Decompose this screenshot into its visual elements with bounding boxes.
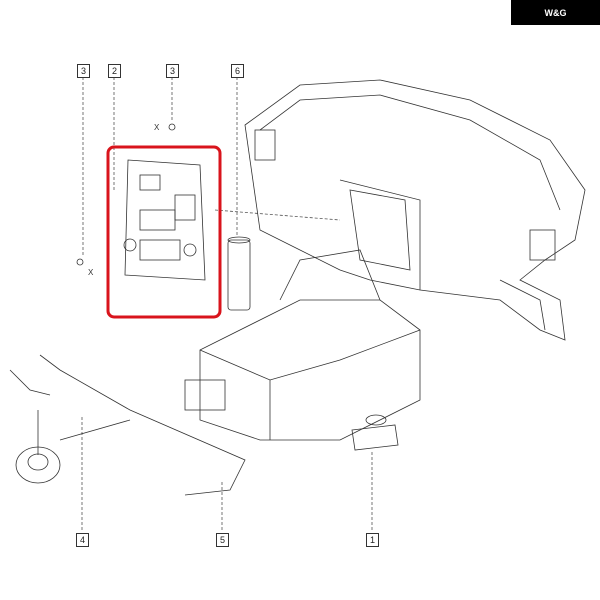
callout-4: 4 [76,533,89,547]
axis-mark: X [88,268,94,277]
brand-logo: W&G [511,0,600,25]
axis-mark: X [154,123,160,132]
screw-icon [76,258,84,266]
leader-lines [81,77,373,530]
callout-3: 3 [77,64,90,78]
speaker-part-4 [15,410,61,484]
logo-text: W&G [544,7,567,18]
highlight-box [106,145,222,319]
callout-2: 2 [108,64,121,78]
callout-5: 5 [216,533,229,547]
center-console [184,249,421,441]
screw-icon [168,123,176,131]
dashboard-outline [244,79,586,341]
callout-3b: 3 [166,64,179,78]
cable-part-5 [9,354,246,496]
control-panel-part-2 [123,159,206,281]
callout-1: 1 [366,533,379,547]
cleaner-can-part-6 [227,236,251,311]
callout-6: 6 [231,64,244,78]
controller-knob-part-1 [351,414,399,451]
